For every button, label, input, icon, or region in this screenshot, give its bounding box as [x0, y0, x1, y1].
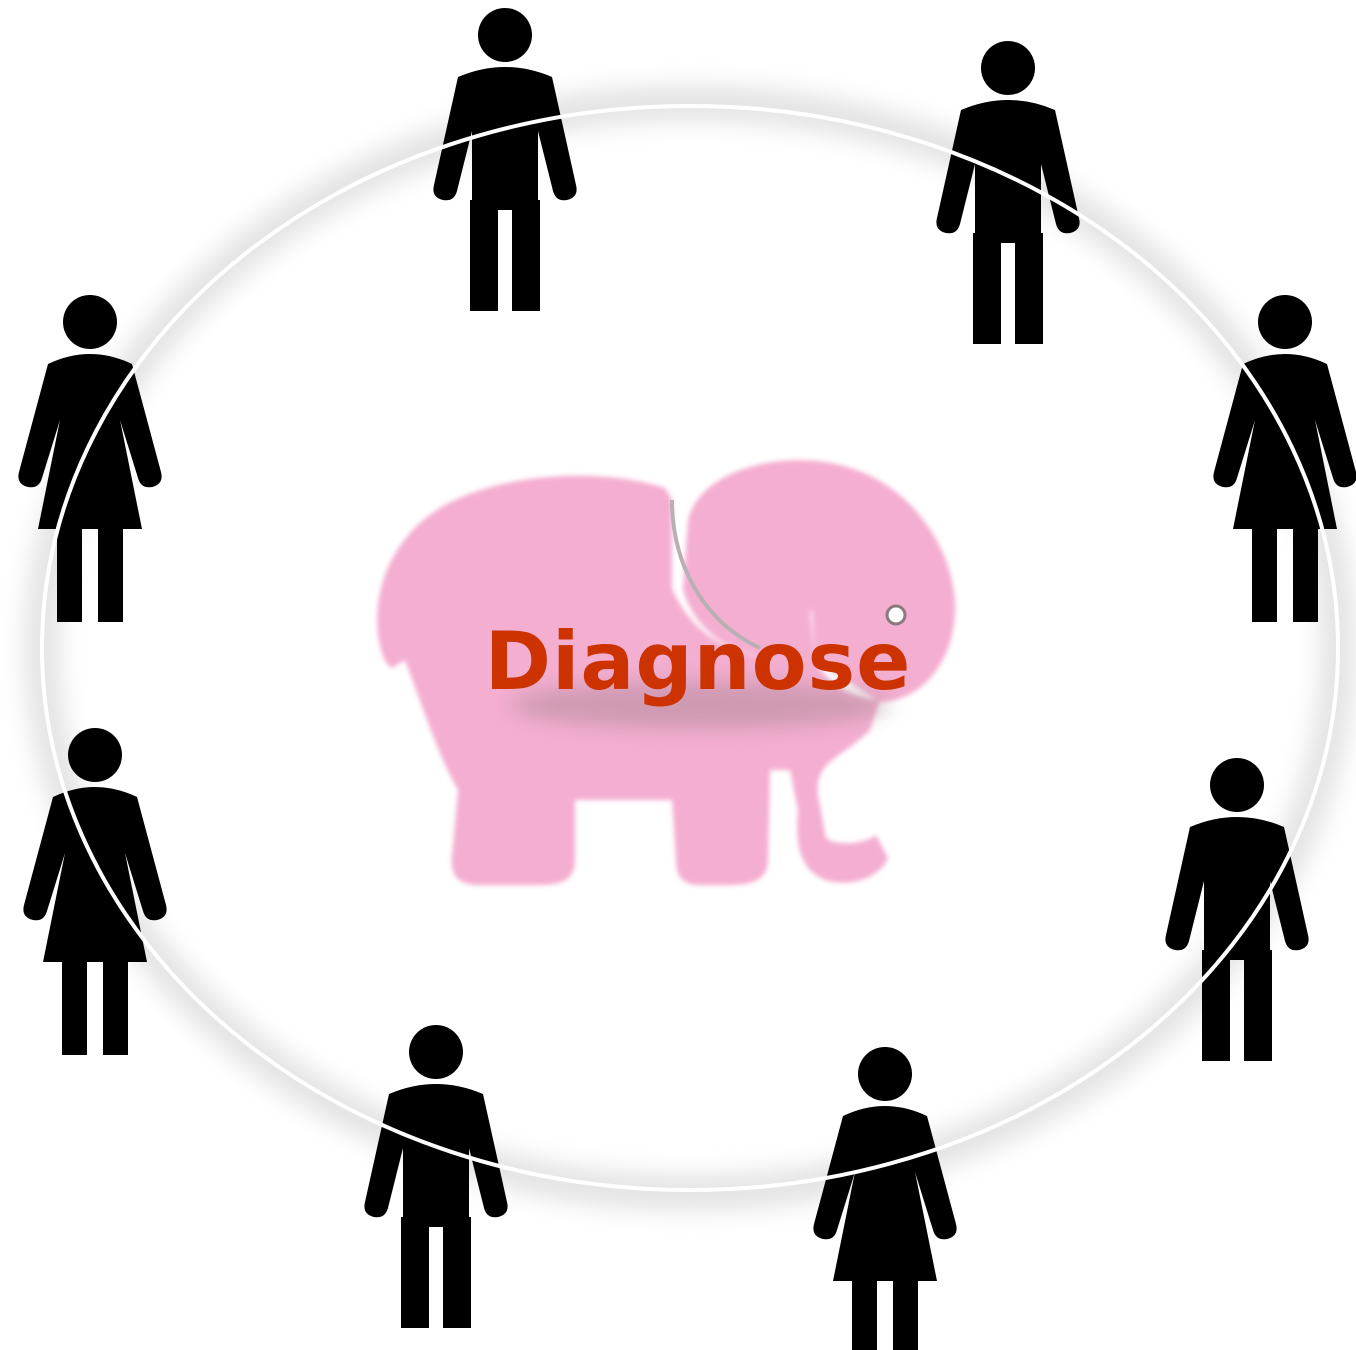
person-bottom-left-man-icon — [364, 1025, 507, 1328]
person-bottom-right-woman-icon — [813, 1047, 956, 1350]
person-left-lower-woman-icon — [23, 728, 166, 1055]
person-top-left-man-icon — [433, 8, 576, 311]
elephant-icon — [377, 460, 955, 885]
elephant-image — [377, 460, 955, 885]
elephant-eye — [887, 606, 905, 624]
label-shadow — [510, 681, 890, 729]
person-top-right-man-icon — [936, 41, 1079, 344]
